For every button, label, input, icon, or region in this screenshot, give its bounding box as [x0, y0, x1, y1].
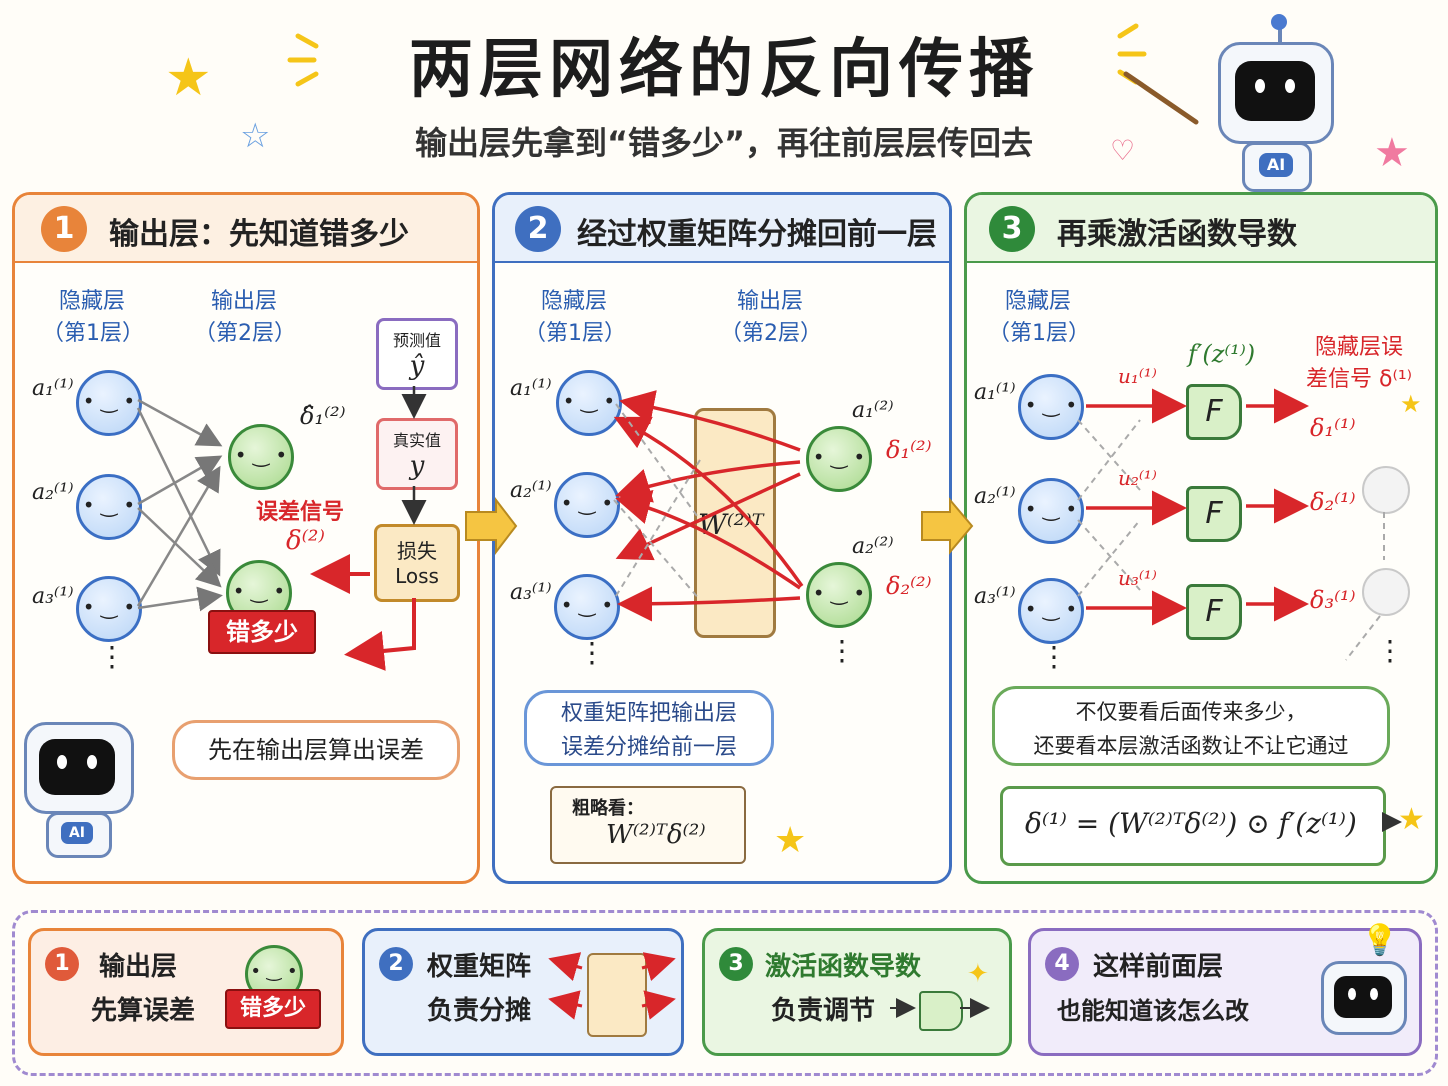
- star-icon: ★: [1400, 390, 1422, 418]
- gate-icon: [919, 991, 963, 1031]
- star-pink-icon: ★: [1374, 130, 1410, 176]
- robot-mascot-small: [1321, 961, 1407, 1035]
- hidden-delta-3: δ₃⁽¹⁾: [1310, 586, 1356, 614]
- more-neurons-dots: ⋮: [828, 634, 856, 667]
- robot-teacher: AI: [1218, 14, 1338, 192]
- activation-a1: a₁⁽¹⁾: [510, 376, 552, 401]
- output-neuron-2: • ‿ •: [806, 562, 872, 628]
- activation-a3: a₃⁽¹⁾: [32, 584, 74, 609]
- hidden-neuron-1: • ‿ •: [76, 370, 142, 436]
- output-delta-1: δ₁⁽²⁾: [886, 436, 932, 464]
- output-activation-2: a₂⁽²⁾: [852, 534, 894, 559]
- summary-card-1: 1 输出层 先算误差 • ‿ • 错多少: [28, 928, 344, 1056]
- activation-a2: a₂⁽¹⁾: [32, 480, 74, 505]
- star-icon: ★: [165, 48, 212, 108]
- output-layer-label: 输出层（第2层）: [720, 289, 822, 346]
- truth-box: 真实值 y: [376, 418, 458, 490]
- star-outline-icon: ☆: [240, 116, 271, 156]
- summary-strip: [12, 910, 1438, 1076]
- error-banner: 错多少: [208, 610, 316, 654]
- activation-derivative-label: f′(z⁽¹⁾): [1188, 340, 1256, 368]
- error-signal-symbol: δ⁽²⁾: [286, 526, 325, 556]
- output-delta-2: δ₂⁽²⁾: [886, 572, 932, 600]
- page-title: 两层网络的反向传播: [409, 33, 1039, 107]
- upstream-u2: u₂⁽¹⁾: [1118, 466, 1157, 490]
- hidden-neuron-2: • ‿ •: [76, 474, 142, 540]
- speech-bubble-matrix: 权重矩阵把输出层误差分摊给前一层: [524, 690, 774, 766]
- hidden-layer-label: 隐藏层（第1层）: [524, 289, 626, 346]
- step-number: 1: [41, 206, 87, 252]
- panel-title: 输出层：先知道错多少: [109, 217, 409, 252]
- activation-a3: a₃⁽¹⁾: [974, 584, 1016, 609]
- activation-gate-1: F: [1186, 384, 1242, 440]
- hidden-neuron-2: • ‿ •: [1018, 478, 1084, 544]
- activation-a2: a₂⁽¹⁾: [510, 478, 552, 503]
- more-neurons-dots: ⋮: [98, 640, 126, 673]
- hidden-neuron-3: • ‿ •: [1018, 578, 1084, 644]
- more-neurons-dots: ⋮: [1376, 634, 1404, 667]
- formula-box: δ⁽¹⁾ = (W⁽²⁾ᵀδ⁽²⁾) ⊙ f′(z⁽¹⁾): [1000, 786, 1386, 866]
- activation-a1: a₁⁽¹⁾: [974, 380, 1016, 405]
- faded-neuron-2: [1362, 568, 1410, 616]
- output-neuron-1: • ‿ •: [228, 424, 294, 490]
- output-layer-label: 输出层（第2层）: [194, 289, 296, 346]
- error-signal-label: 误差信号: [256, 500, 345, 525]
- heart-icon: ♡: [1110, 134, 1136, 167]
- error-banner: 错多少: [225, 989, 321, 1029]
- activation-gate-3: F: [1186, 584, 1242, 640]
- star-icon: ★: [1398, 802, 1425, 837]
- summary-card-3: 3 激活函数导数 负责调节 ✦: [702, 928, 1012, 1056]
- hidden-error-label: 隐藏层误差信号 δ⁽¹⁾: [1306, 335, 1413, 392]
- output-activation-1: a₁⁽²⁾: [852, 398, 894, 423]
- sparkle-icon: ✦: [967, 959, 989, 989]
- robot-mascot-left: AI: [20, 700, 150, 860]
- hidden-neuron-1: • ‿ •: [1018, 374, 1084, 440]
- step-number: 3: [989, 206, 1035, 252]
- backprop-formula: δ⁽¹⁾ = (W⁽²⁾ᵀδ⁽²⁾) ⊙ f′(z⁽¹⁾): [1025, 807, 1357, 840]
- summary-card-2: 2 权重矩阵 负责分摊: [362, 928, 684, 1056]
- more-neurons-dots: ⋮: [1040, 640, 1068, 673]
- prediction-box: 预测值 ŷ: [376, 318, 458, 390]
- activation-gate-2: F: [1186, 486, 1242, 542]
- loss-box: 损失 Loss: [374, 524, 460, 602]
- summary-card-4: 4 这样前面层 也能知道该怎么改 💡: [1028, 923, 1422, 1056]
- upstream-u1: u₁⁽¹⁾: [1118, 364, 1157, 388]
- panel-title: 经过权重矩阵分摊回前一层: [577, 217, 937, 252]
- weight-matrix-label: W⁽²⁾ᵀ: [698, 508, 764, 541]
- output-neuron-1: • ‿ •: [806, 426, 872, 492]
- hidden-layer-label: 隐藏层（第1层）: [42, 289, 144, 346]
- speech-bubble-output: 先在输出层算出误差: [172, 720, 460, 780]
- hidden-neuron-2: • ‿ •: [554, 472, 620, 538]
- hidden-neuron-1: • ‿ •: [556, 370, 622, 436]
- hidden-neuron-3: • ‿ •: [554, 574, 620, 640]
- scroll-icon: [587, 953, 647, 1037]
- more-neurons-dots: ⋮: [578, 636, 606, 669]
- activation-a3: a₃⁽¹⁾: [510, 580, 552, 605]
- activation-a1: a₁⁽¹⁾: [32, 376, 74, 401]
- hidden-delta-2: δ₂⁽¹⁾: [1310, 488, 1356, 516]
- hidden-delta-1: δ₁⁽¹⁾: [1310, 414, 1356, 442]
- page-subtitle: 输出层先拿到“错多少”，再往前层层传回去: [414, 124, 1034, 162]
- hidden-neuron-3: • ‿ •: [76, 576, 142, 642]
- lightbulb-icon: 💡: [1361, 923, 1399, 958]
- panel-title: 再乘激活函数导数: [1057, 217, 1297, 252]
- faded-neuron-1: [1362, 466, 1410, 514]
- delta-hat-output: δ̂₁⁽²⁾: [300, 402, 346, 430]
- step-number: 2: [515, 206, 561, 252]
- star-icon: ★: [774, 820, 807, 861]
- hidden-layer-label: 隐藏层（第1层）: [988, 289, 1090, 346]
- activation-a2: a₂⁽¹⁾: [974, 484, 1016, 509]
- speech-bubble-activation: 不仅要看后面传来多少，还要看本层激活函数让不让它通过: [992, 686, 1390, 766]
- notebook-note: 粗略看： W⁽²⁾ᵀδ⁽²⁾: [550, 786, 746, 864]
- upstream-u3: u₃⁽¹⁾: [1118, 566, 1157, 590]
